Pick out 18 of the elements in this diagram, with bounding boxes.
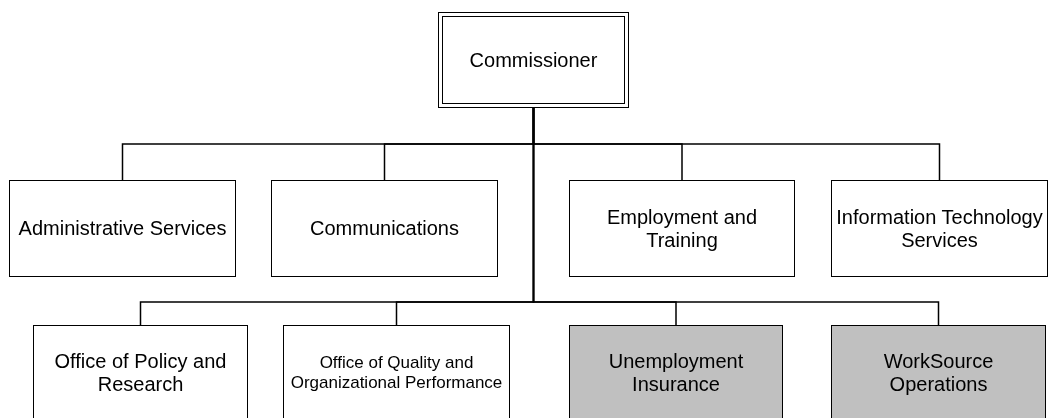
- unit-name: Communications: [310, 217, 459, 240]
- unit-box: [569, 325, 783, 418]
- unit-box: [33, 325, 248, 418]
- unit-name: Office of Quality and Organizational Performance: [289, 352, 504, 393]
- unit-name: Employment and Training: [605, 205, 759, 252]
- unit-box: [569, 180, 795, 277]
- unit-name: WorkSource Operations: [882, 349, 995, 396]
- unit-name: Administrative Services: [18, 217, 227, 240]
- unit-box: [271, 180, 498, 277]
- unit-box: [9, 180, 236, 277]
- connector-line: [532, 107, 940, 326]
- unit-name: Office of Policy and Research: [53, 349, 228, 396]
- unit-name: Information Technology Services: [835, 205, 1044, 252]
- unit-box: [831, 180, 1048, 277]
- unit-name: Unemployment Insurance: [607, 349, 745, 396]
- unit-box: [283, 325, 510, 418]
- unit-name: Commissioner: [469, 48, 598, 72]
- unit-box: [831, 325, 1046, 418]
